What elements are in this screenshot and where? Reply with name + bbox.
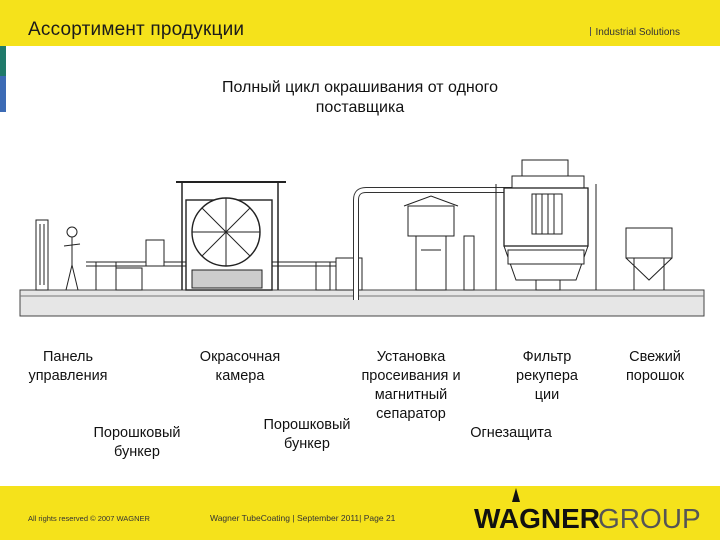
label-line: рекупера bbox=[516, 368, 578, 384]
brand-tag-text: Industrial Solutions bbox=[595, 27, 681, 38]
stripe-yellow bbox=[0, 0, 6, 46]
label-line: Порошковый bbox=[263, 417, 351, 433]
separator bbox=[589, 27, 591, 36]
plant-line-drawing bbox=[19, 159, 705, 317]
header-bar: Ассортимент продукции Industrial Solutio… bbox=[0, 0, 720, 46]
label-powder-hopper-1: Порошковый бункер bbox=[82, 424, 192, 462]
label-line: управления bbox=[28, 368, 108, 384]
label-line: бункер bbox=[114, 444, 160, 460]
label-line: порошок bbox=[625, 368, 685, 384]
label-line: Панель bbox=[42, 349, 94, 365]
headline-line-2: поставщика bbox=[315, 99, 405, 116]
label-line: сепаратор bbox=[376, 406, 446, 422]
label-line: камера bbox=[215, 368, 265, 384]
label-fire-protection: Огнезащита bbox=[456, 424, 566, 443]
label-line: Фильтр bbox=[522, 349, 572, 365]
label-line: Установка bbox=[376, 349, 446, 365]
label-line: Свежий bbox=[629, 349, 681, 365]
label-line: Огнезащита bbox=[470, 425, 552, 441]
label-spray-booth: Окрасочная камера bbox=[188, 348, 292, 386]
label-control-panel: Панель управления bbox=[20, 348, 116, 386]
label-line: просеивания и bbox=[361, 368, 461, 384]
label-line: бункер bbox=[284, 436, 330, 452]
label-line: Окрасочная bbox=[199, 349, 281, 365]
label-fresh-powder: Свежий порошок bbox=[612, 348, 698, 386]
label-line: магнитный bbox=[374, 387, 448, 403]
stripe-blue bbox=[0, 76, 6, 112]
wagner-group-logo: WAGNER GROUP bbox=[474, 488, 701, 534]
label-line: Порошковый bbox=[93, 425, 181, 441]
side-stripes bbox=[0, 0, 6, 112]
label-powder-hopper-2: Порошковый бункер bbox=[252, 416, 362, 454]
headline: Полный цикл окрашивания от одного постав… bbox=[160, 78, 560, 118]
label-line: ции bbox=[534, 387, 560, 403]
page-title: Ассортимент продукции bbox=[28, 19, 245, 40]
logo-word: WAGNER bbox=[474, 503, 600, 534]
slide-info: Wagner TubeCoating | September 2011| Pag… bbox=[210, 513, 396, 523]
footer-bar: All rights reserved © 2007 WAGNER Wagner… bbox=[0, 486, 720, 540]
label-sieving: Установка просеивания и магнитный сепара… bbox=[348, 348, 474, 424]
label-recovery-filter: Фильтр рекупера ции bbox=[503, 348, 591, 405]
logo-group: GROUP bbox=[598, 503, 701, 534]
headline-line-1: Полный цикл окрашивания от одного bbox=[221, 79, 499, 96]
stripe-green bbox=[0, 46, 6, 76]
copyright-text: All rights reserved © 2007 WAGNER bbox=[28, 514, 150, 523]
brand-tag: Industrial Solutions bbox=[589, 27, 681, 38]
